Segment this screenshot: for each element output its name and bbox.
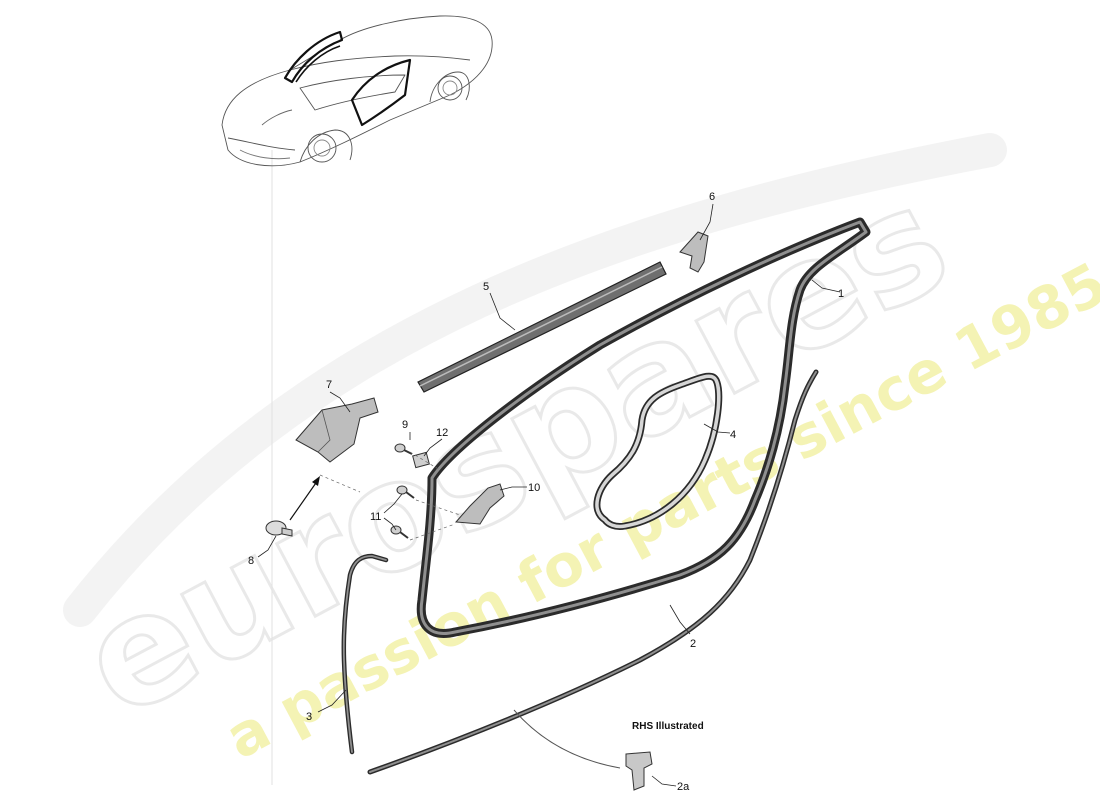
callout-1: 1 — [838, 288, 844, 300]
callout-3: 3 — [306, 711, 312, 723]
rhs-illustrated-note: RHS Illustrated — [632, 721, 704, 732]
front-bracket — [295, 397, 379, 463]
watermark: eurospares a passion for parts since 198… — [54, 133, 1100, 772]
clip-2a — [513, 709, 653, 791]
callout-7: 7 — [326, 379, 332, 391]
loop-seal — [593, 372, 723, 530]
callout-10: 10 — [528, 482, 540, 494]
screw-9 — [394, 443, 413, 455]
callout-9: 9 — [402, 419, 408, 431]
callouts: 1 2 3 4 5 6 7 8 9 10 11 12 2a — [248, 191, 844, 793]
callout-2: 2 — [690, 638, 696, 650]
callout-4: 4 — [730, 429, 736, 441]
callout-12: 12 — [436, 427, 448, 439]
pillar-strip — [341, 553, 389, 755]
lower-seal-strip — [367, 369, 819, 775]
leader-lines — [257, 203, 841, 787]
upper-rail-strip — [417, 261, 667, 393]
callout-5: 5 — [483, 281, 489, 293]
rear-bracket — [679, 231, 709, 273]
car-thumbnail — [221, 15, 493, 167]
alignment-lines — [319, 451, 461, 541]
callout-6: 6 — [709, 191, 715, 203]
bracket-10 — [454, 483, 505, 525]
door-aperture-seal — [416, 217, 871, 638]
callout-11: 11 — [370, 511, 381, 523]
callout-8: 8 — [248, 555, 254, 567]
callout-2a: 2a — [677, 781, 690, 793]
push-clip — [265, 476, 320, 537]
